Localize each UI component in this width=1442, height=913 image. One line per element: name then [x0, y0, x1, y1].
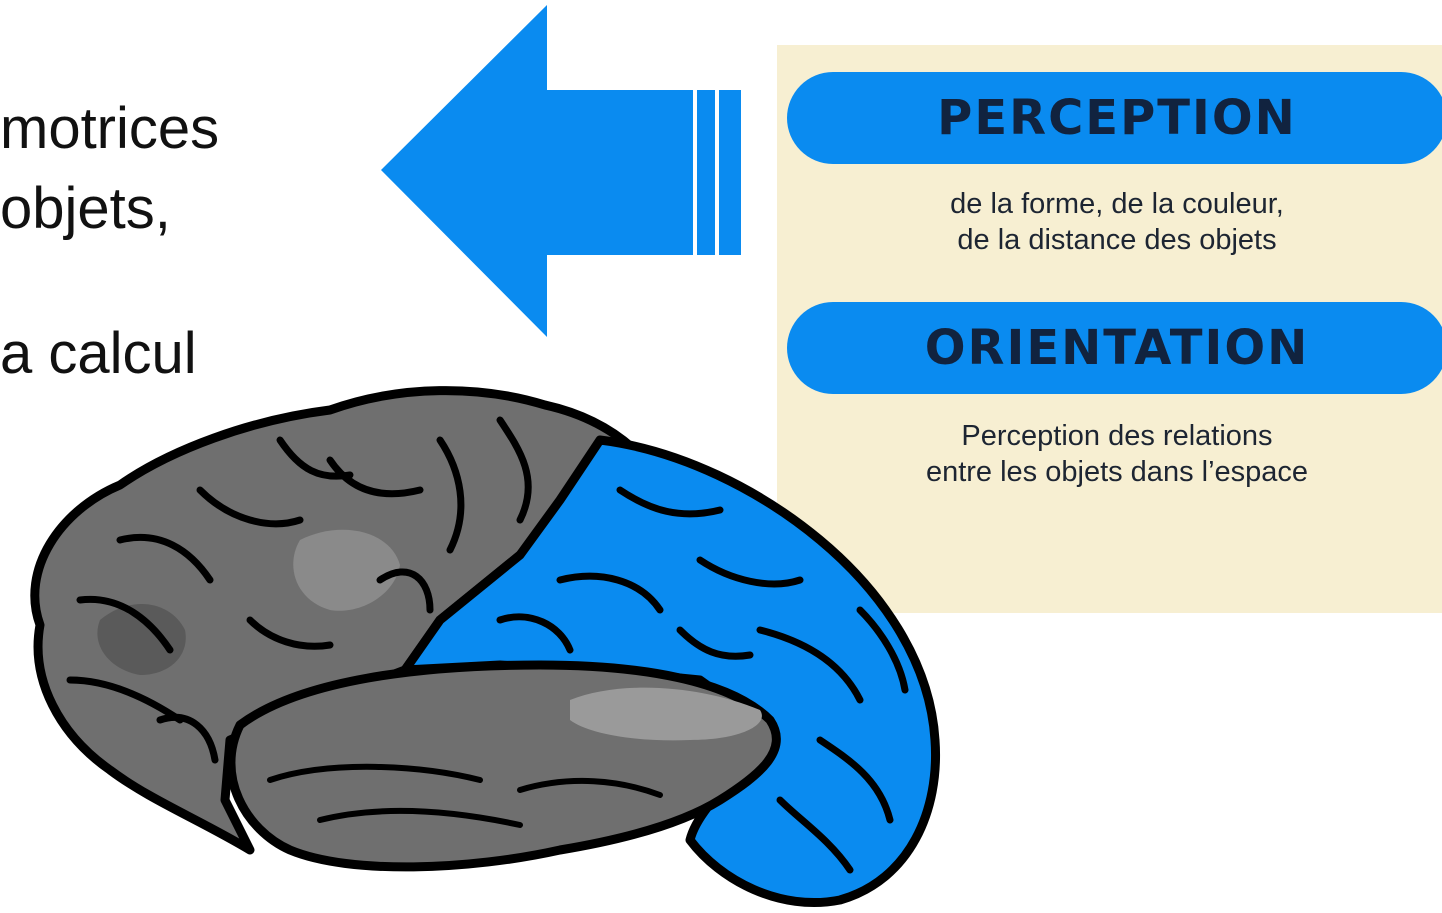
perception-description: de la forme, de la couleur, de la distan… — [787, 186, 1442, 258]
left-text-line-3: a calcul — [0, 321, 197, 386]
perception-desc-line-1: de la forme, de la couleur, — [950, 188, 1284, 220]
perception-heading: PERCEPTION — [787, 72, 1442, 164]
brain-illustration — [30, 386, 941, 908]
brain-highlight-3 — [97, 603, 186, 675]
perception-desc-line-2: de la distance des objets — [957, 224, 1277, 256]
arrow-stripe-2 — [719, 90, 741, 255]
brain-gray-folds — [66, 416, 532, 764]
brain-temporal-folds — [267, 763, 663, 828]
orientation-desc-line-2: entre les objets dans l’espace — [925, 456, 1309, 488]
left-text-line-1: motrices — [0, 96, 220, 161]
brain-blue-folds — [496, 486, 909, 874]
brain-highlight-2 — [293, 529, 400, 611]
orientation-desc-line-1: Perception des relations — [961, 420, 1273, 452]
left-text-line-2: objets, — [0, 176, 171, 241]
orientation-description: Perception des relations entre les objet… — [787, 418, 1442, 490]
arrow-stripe-1 — [697, 90, 715, 255]
left-text-block: motrices objets, a calcul — [0, 0, 420, 420]
left-arrow-icon — [381, 5, 741, 337]
orientation-heading: ORIENTATION — [787, 302, 1442, 394]
brain-highlight-1 — [570, 687, 762, 741]
brain-gray-lobes — [30, 386, 645, 855]
arrow-body — [381, 5, 693, 337]
